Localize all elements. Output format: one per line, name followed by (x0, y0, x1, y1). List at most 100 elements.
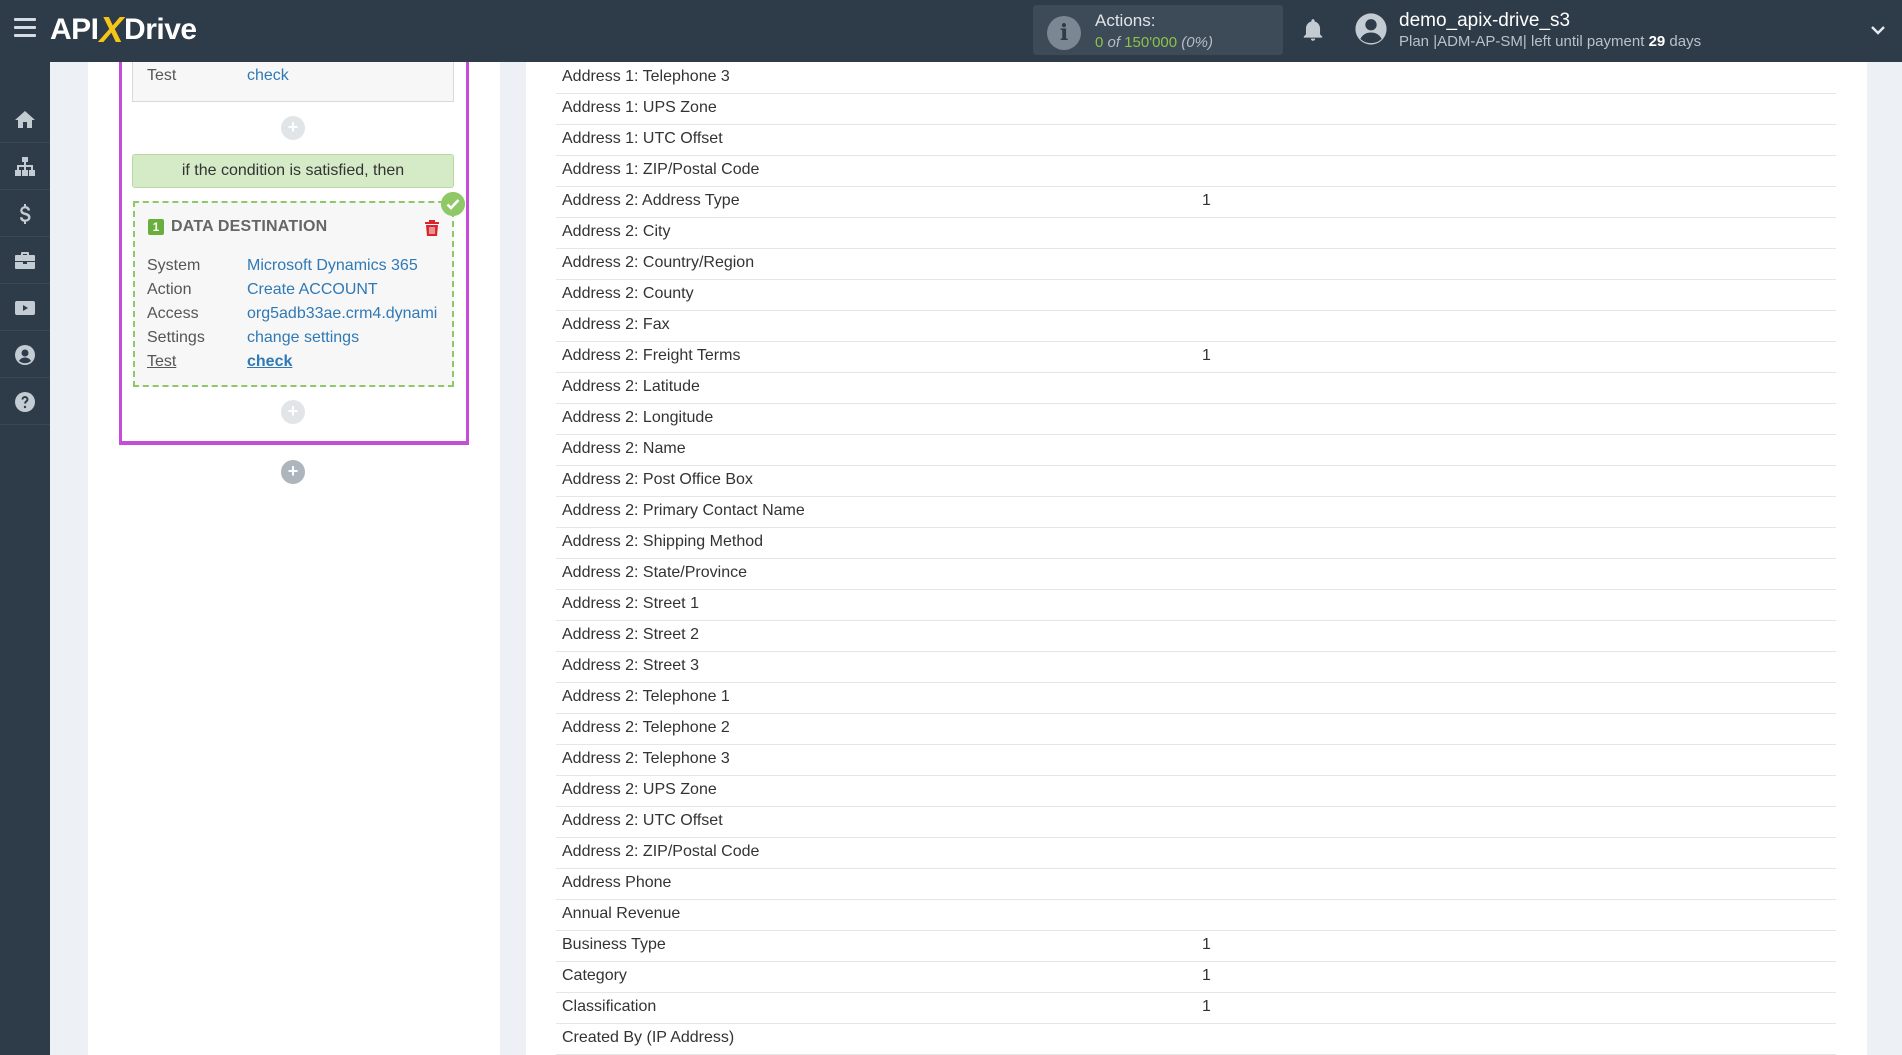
table-row: Business Type 1 (556, 931, 1836, 962)
table-row: Address 1: UPS Zone (556, 94, 1836, 125)
table-row: Address 2: City (556, 218, 1836, 249)
home-icon[interactable] (0, 97, 50, 143)
add-step-button[interactable]: + (281, 400, 305, 424)
field-name: Address 2: UPS Zone (562, 781, 717, 798)
table-row: Address 2: State/Province (556, 559, 1836, 590)
field-name: Address 2: ZIP/Postal Code (562, 843, 760, 860)
actions-label: Actions: (1095, 11, 1156, 30)
field-name: Address 2: Shipping Method (562, 533, 764, 550)
table-row: Address 2: Longitude (556, 404, 1836, 435)
avatar-icon[interactable] (1354, 12, 1388, 46)
table-row: Address 2: Shipping Method (556, 528, 1836, 559)
destination-number: 1 (148, 219, 164, 235)
table-row: Address 2: Country/Region (556, 249, 1836, 280)
field-name: Address 2: UTC Offset (562, 812, 723, 829)
field-name: Address 2: Latitude (562, 378, 700, 395)
bell-icon[interactable] (1300, 16, 1326, 44)
table-row: Address 2: ZIP/Postal Code (556, 838, 1836, 869)
field-name: Address Phone (562, 874, 672, 891)
menu-icon[interactable] (14, 18, 36, 40)
test-label: Test (147, 353, 177, 370)
table-row: Address 2: Post Office Box (556, 466, 1836, 497)
table-row: Address 2: County (556, 280, 1836, 311)
table-row: Address Phone (556, 869, 1836, 900)
table-row: Address 2: Fax (556, 311, 1836, 342)
field-name: Business Type (562, 936, 666, 953)
add-step-button[interactable]: + (281, 116, 305, 140)
actions-value: 0 of 150'000 (0%) (1095, 34, 1213, 51)
add-block-button[interactable]: + (281, 460, 305, 484)
actions-counter[interactable]: i Actions: 0 of 150'000 (0%) (1033, 5, 1283, 55)
field-value: 1 (1202, 192, 1211, 209)
chevron-down-icon[interactable] (1870, 22, 1886, 38)
briefcase-icon[interactable] (0, 238, 50, 284)
table-row: Created By (IP Address) (556, 1024, 1836, 1055)
video-icon[interactable] (0, 285, 50, 331)
table-row: Address 2: Primary Contact Name (556, 497, 1836, 528)
test-check-link[interactable]: check (247, 353, 293, 370)
table-row: Address 2: UPS Zone (556, 776, 1836, 807)
field-value: 1 (1202, 936, 1211, 953)
field-name: Address 2: Longitude (562, 409, 714, 426)
field-name: Address 2: Street 1 (562, 595, 699, 612)
data-destination-card[interactable] (133, 201, 454, 387)
field-name: Address 2: Fax (562, 316, 670, 333)
field-name: Address 2: Telephone 1 (562, 688, 730, 705)
field-value: 1 (1202, 998, 1211, 1015)
table-row: Address 2: Telephone 1 (556, 683, 1836, 714)
dollar-icon[interactable] (0, 191, 50, 237)
settings-label: Settings (147, 329, 205, 346)
table-row: Address 2: Name (556, 435, 1836, 466)
table-row: Address 2: Street 3 (556, 652, 1836, 683)
system-label: System (147, 257, 201, 274)
field-name: Annual Revenue (562, 905, 681, 922)
user-icon[interactable] (0, 332, 50, 378)
table-row: Address 2: Street 1 (556, 590, 1836, 621)
sitemap-icon[interactable] (0, 144, 50, 190)
table-row: Address 1: Telephone 3 (556, 63, 1836, 94)
field-name: Address 2: Country/Region (562, 254, 755, 271)
action-value[interactable]: Create ACCOUNT (247, 281, 378, 298)
info-icon: i (1047, 16, 1081, 50)
field-name: Address 2: Freight Terms (562, 347, 741, 364)
table-row: Address 1: UTC Offset (556, 125, 1836, 156)
field-name: Address 1: Telephone 3 (562, 68, 730, 85)
fields-table: Address 1: Telephone 3 Address 1: UPS Zon… (556, 63, 1836, 1055)
help-icon[interactable] (0, 379, 50, 425)
field-name: Address 2: Telephone 2 (562, 719, 730, 736)
source-card (132, 62, 454, 102)
check-icon (441, 192, 465, 216)
table-row: Annual Revenue (556, 900, 1836, 931)
table-row: Address 2: Telephone 2 (556, 714, 1836, 745)
trash-icon[interactable] (424, 219, 440, 237)
user-name[interactable]: demo_apix-drive_s3 (1399, 10, 1571, 31)
action-label: Action (147, 281, 192, 298)
access-label: Access (147, 305, 199, 322)
table-row: Address 1: ZIP/Postal Code (556, 156, 1836, 187)
destination-title: DATA DESTINATION (171, 218, 328, 235)
table-row: Address 2: Street 2 (556, 621, 1836, 652)
table-row: Address 2: UTC Offset (556, 807, 1836, 838)
test-check-link[interactable]: check (247, 67, 289, 84)
condition-banner: if the condition is satisfied, then (132, 154, 454, 188)
field-name: Address 1: UPS Zone (562, 99, 717, 116)
sidebar (0, 62, 50, 1055)
field-name: Address 2: County (562, 285, 694, 302)
field-name: Address 2: Address Type (562, 192, 740, 209)
field-value: 1 (1202, 347, 1211, 364)
field-name: Address 1: ZIP/Postal Code (562, 161, 760, 178)
access-value[interactable]: org5adb33ae.crm4.dynami (247, 305, 438, 322)
change-settings-link[interactable]: change settings (247, 329, 360, 346)
field-name: Address 2: Street 2 (562, 626, 699, 643)
table-row: Address 2: Latitude (556, 373, 1836, 404)
field-name: Created By (IP Address) (562, 1029, 735, 1046)
plan-info: Plan |ADM-AP-SM| left until payment 29 d… (1399, 33, 1702, 50)
field-name: Address 2: Primary Contact Name (562, 502, 805, 519)
field-name: Address 2: State/Province (562, 564, 747, 581)
system-value[interactable]: Microsoft Dynamics 365 (247, 257, 418, 274)
table-row: Address 2: Freight Terms 1 (556, 342, 1836, 373)
